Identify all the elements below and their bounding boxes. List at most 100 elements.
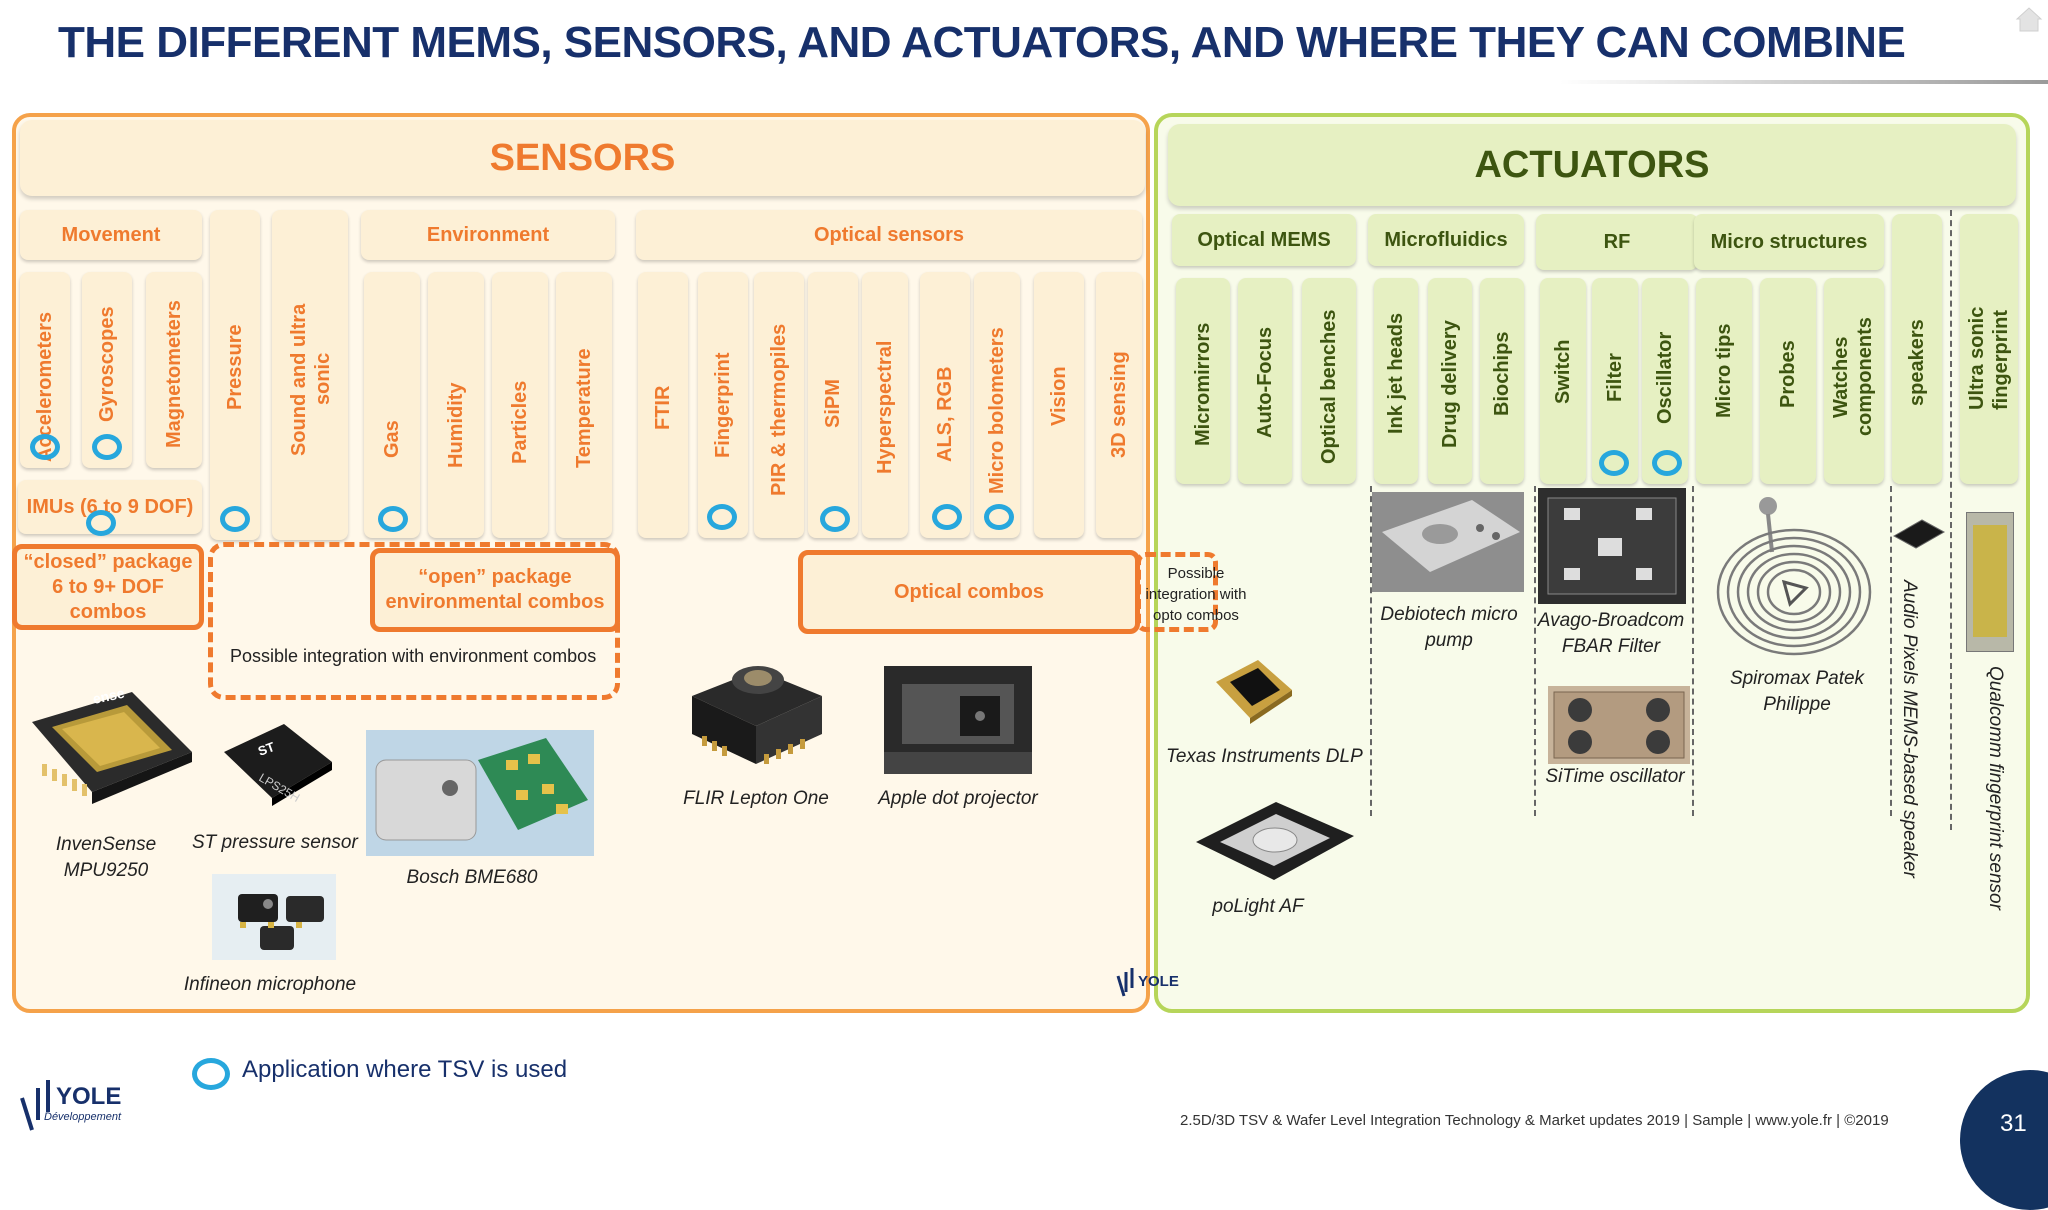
tsv-ring-pressure — [220, 506, 250, 532]
caption-qualcomm: Qualcomm fingerprint sensor — [1985, 666, 2006, 910]
caption-ti-dlp: Texas Instruments DLP — [1166, 746, 1363, 767]
column-magnetometers: Magnetometers — [146, 272, 202, 468]
possible-opto-integration-box — [1136, 552, 1218, 632]
column-micro-bolometers: Micro bolometers — [974, 272, 1020, 538]
tsv-ring-sipm — [820, 506, 850, 532]
category-movement: Movement — [20, 210, 202, 260]
column-micro-tips: Micro tips — [1696, 278, 1752, 484]
legend-tsv-label: Application where TSV is used — [242, 1056, 568, 1083]
column-watches-components: Watches components — [1824, 278, 1884, 484]
caption-polight: poLight AF — [1212, 896, 1304, 917]
legend-tsv-ring — [192, 1058, 230, 1090]
st-chip-logo: ST — [256, 739, 277, 759]
column-drug-delivery: Drug delivery — [1428, 278, 1472, 484]
tsv-ring-oscillator — [1652, 450, 1682, 476]
bosch-bme680-image — [366, 730, 594, 856]
tsv-ring-als — [932, 504, 962, 530]
optical-combos: Optical combos — [798, 550, 1140, 634]
column-pressure: Pressure — [210, 210, 260, 540]
yole-logo: YOLE Développement — [16, 1074, 156, 1144]
svg-text:YOLE: YOLE — [56, 1083, 121, 1110]
column-hyperspectral: Hyperspectral — [862, 272, 908, 538]
category-micro-structures: Micro structures — [1694, 214, 1884, 270]
tsv-ring-micro-bolometers — [984, 504, 1014, 530]
sitime-oscillator-image — [1548, 686, 1690, 764]
ti-dlp-image — [1208, 652, 1298, 732]
column-temperature: Temperature — [556, 272, 612, 538]
column-speakers: speakers — [1892, 214, 1942, 484]
column-ftir: FTIR — [638, 272, 688, 538]
caption-avago: Avago-Broadcom FBAR Filter — [1537, 610, 1685, 657]
column-auto-focus: Auto-Focus — [1238, 278, 1292, 484]
category-optical-mems: Optical MEMS — [1172, 214, 1356, 266]
category-microfluidics: Microfluidics — [1368, 214, 1524, 266]
column-probes: Probes — [1760, 278, 1816, 484]
column-sound: Sound and ultra sonic — [272, 210, 348, 540]
invensense-chip-label: ense — [91, 685, 126, 707]
caption-infineon: Infineon microphone — [183, 974, 357, 995]
qualcomm-fingerprint-image — [1966, 512, 2014, 652]
flir-lepton-image — [672, 636, 838, 782]
avago-fbar-image — [1538, 488, 1686, 604]
column-particles: Particles — [492, 272, 548, 538]
column-micromirrors: Micromirrors — [1176, 278, 1230, 484]
column-fingerprint: Fingerprint — [698, 272, 748, 538]
possible-opto-integration-text: Possible integration with opto combos — [1145, 565, 1247, 624]
caption-spiromax: Spiromax Patek Philippe — [1729, 668, 1865, 715]
separator-structures-speakers — [1890, 486, 1892, 816]
column-3d-sensing: 3D sensing — [1096, 272, 1142, 538]
tsv-ring-gyroscopes — [92, 434, 122, 460]
column-ink-jet-heads: Ink jet heads — [1374, 278, 1418, 484]
page-title: THE DIFFERENT MEMS, SENSORS, AND ACTUATO… — [58, 18, 1906, 67]
possible-env-integration-text: Possible integration with environment co… — [230, 646, 597, 666]
column-switch: Switch — [1540, 278, 1586, 484]
polight-af-image — [1190, 792, 1360, 888]
separator-rf-structures — [1692, 486, 1694, 816]
footer-text: 2.5D/3D TSV & Wafer Level Integration Te… — [1180, 1112, 1889, 1129]
column-oscillator: Oscillator — [1642, 278, 1688, 484]
caption-flir: FLIR Lepton One — [683, 788, 829, 809]
caption-apple: Apple dot projector — [878, 788, 1038, 809]
invensense-chip-image: ense — [22, 672, 192, 822]
column-als-rgb: ALS, RGB — [920, 272, 970, 538]
title-underline — [1560, 80, 2048, 84]
category-environment: Environment — [361, 210, 615, 260]
spiromax-image — [1714, 492, 1874, 662]
column-humidity: Humidity — [428, 272, 484, 538]
caption-sitime: SiTime oscillator — [1545, 766, 1685, 787]
separator-speakers-fingerprint — [1950, 210, 1952, 830]
caption-audio-pixels: Audio Pixels MEMS-based speaker — [1899, 580, 1920, 878]
separator-micro-rf — [1534, 486, 1536, 816]
audio-pixels-image — [1892, 516, 1946, 550]
actuators-header: ACTUATORS — [1168, 124, 2016, 206]
column-sipm: SiPM — [808, 272, 858, 538]
tsv-ring-imus — [86, 510, 116, 536]
category-optical-sensors: Optical sensors — [636, 210, 1142, 260]
open-package-combo: “open” package environmental combos — [370, 548, 620, 632]
tsv-ring-accelerometers — [30, 434, 60, 460]
category-rf: RF — [1536, 214, 1698, 270]
tsv-ring-gas — [378, 506, 408, 532]
apple-dot-projector-image — [884, 666, 1032, 774]
tsv-ring-filter — [1599, 450, 1629, 476]
debiotech-pump-image — [1372, 492, 1524, 592]
infineon-microphone-image — [212, 874, 336, 960]
column-ultra-sonic-fingerprint: Ultra sonic fingerprint — [1960, 214, 2018, 484]
caption-bosch: Bosch BME680 — [406, 867, 538, 888]
column-filter: Filter — [1592, 278, 1638, 484]
column-vision: Vision — [1034, 272, 1084, 538]
caption-debiotech: Debiotech micro pump — [1380, 604, 1518, 651]
column-gas: Gas — [364, 272, 420, 538]
page-number: 31 — [2000, 1110, 2027, 1137]
column-optical-benches: Optical benches — [1302, 278, 1356, 484]
column-pir-thermopiles: PIR & thermopiles — [754, 272, 804, 538]
caption-st: ST pressure sensor — [192, 832, 358, 853]
caption-invensense: InvenSense MPU9250 — [55, 834, 157, 881]
sensors-header: SENSORS — [20, 120, 1145, 196]
separator-optical-micro — [1370, 486, 1372, 816]
page-number-badge: 31 — [1960, 1070, 2048, 1210]
closed-package-combo: “closed” package 6 to 9+ DOF combos — [12, 544, 204, 630]
home-icon[interactable] — [2014, 4, 2044, 34]
yole-logo-small: YOLE — [1112, 966, 1202, 1006]
st-pressure-chip-image: ST LPS25H — [214, 712, 338, 812]
